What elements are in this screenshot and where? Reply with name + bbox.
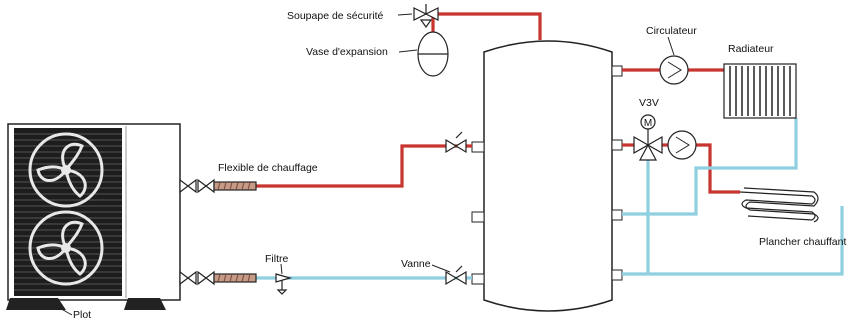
valve-icon-return[interactable]	[445, 265, 467, 286]
filter-icon[interactable]	[275, 273, 293, 295]
radiator-return-pipe	[622, 118, 798, 216]
floor-heating-coil-icon	[739, 187, 819, 223]
buffer-tank	[471, 40, 623, 312]
label-safety-valve: Soupape de sécurité	[287, 10, 383, 22]
label-flexible: Flexible de chauffage	[218, 162, 318, 174]
circulator-pump-icon[interactable]	[659, 55, 689, 85]
flexible-hose-top	[179, 178, 257, 194]
fan-icon-top	[28, 132, 104, 208]
flexible-hose-bottom	[179, 270, 257, 286]
safety-pipe	[430, 12, 542, 40]
expansion-vessel-icon	[417, 31, 449, 77]
motor-letter: M	[644, 118, 652, 129]
label-circulator: Circulateur	[646, 25, 697, 37]
floor-circulator-pump-icon[interactable]	[667, 130, 697, 160]
label-valve: Vanne	[401, 258, 431, 270]
heat-pump-unit	[6, 123, 181, 310]
label-filter: Filtre	[265, 253, 288, 265]
fan-icon-bottom	[28, 210, 104, 286]
radiator-icon	[723, 63, 797, 119]
label-expansion-vessel: Vase d'expansion	[306, 46, 388, 58]
three-way-valve-icon[interactable]: M	[633, 114, 663, 161]
valve-icon-flow[interactable]	[445, 131, 467, 154]
label-radiator: Radiateur	[728, 43, 774, 55]
flow-pipe	[256, 144, 472, 188]
mount-right	[124, 298, 166, 310]
safety-valve-icon[interactable]	[413, 4, 439, 29]
label-v3v: V3V	[639, 97, 659, 109]
floor-return-pipe	[622, 206, 844, 276]
label-floor-heating: Plancher chauffant	[759, 236, 846, 248]
motor-icon	[640, 114, 656, 130]
mount-left	[6, 298, 66, 310]
label-mount: Plot	[73, 309, 91, 320]
